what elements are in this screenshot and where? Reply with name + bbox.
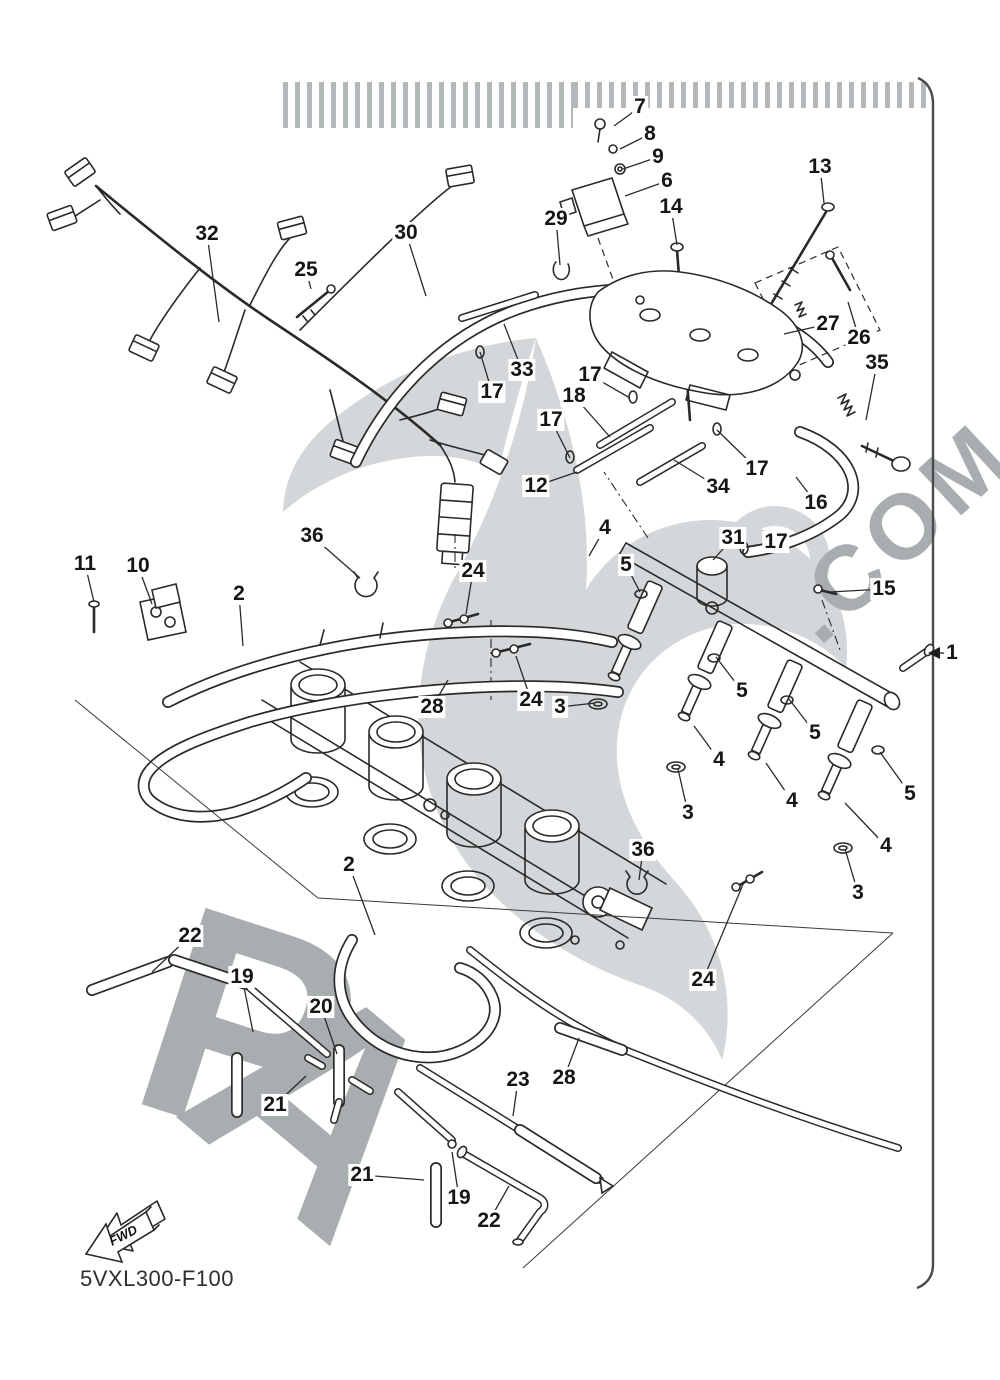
union-bolts-24 [443,612,764,892]
pressure-regulator-31 [696,556,728,615]
part-1-arrowhead [928,647,940,659]
screw-25 [295,284,336,322]
section-boundary-lines [74,699,894,1269]
sensor-10 [88,583,187,641]
hoses-2-28-upper [137,612,764,892]
fuel-rail [588,471,940,854]
o-rings-5 [634,589,885,755]
joint-assembly [458,270,804,486]
page-curl-edge [916,76,935,1290]
bottom-hose-group [86,934,902,1246]
harness-main-connector [436,482,474,566]
wiring-harness [46,157,509,570]
callout-leader-lines [84,106,952,1222]
grommets-3 [588,698,853,854]
throttle-body-assembly [261,571,667,950]
diagram-code: 5VXL300-F100 [80,1266,234,1291]
watermark-stripe-band [283,82,573,128]
hose-16 [739,426,860,558]
fuel-injectors [607,580,873,801]
fwd-arrow: FWD [84,1200,166,1264]
